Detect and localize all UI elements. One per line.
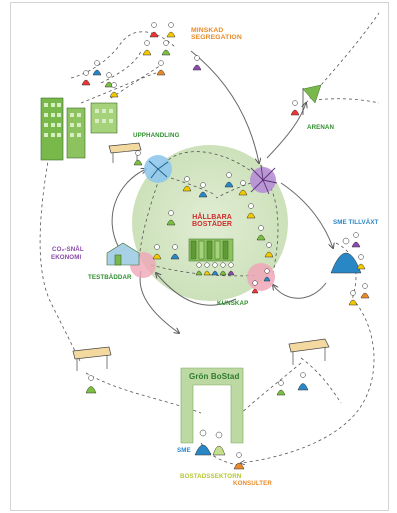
label-konsulter: KONSULTER	[233, 480, 272, 487]
label-upphandling: UPPHANDLING	[133, 132, 180, 139]
diagram-canvas	[39, 12, 380, 470]
gron-bostad-frame	[180, 367, 244, 444]
label-gron-bostad: Grön BoStad	[189, 372, 240, 381]
label-kunskap: KUNSKAP	[217, 300, 249, 307]
label-co2-snal: CO₂-SNÅL	[52, 246, 84, 253]
diagram-frame: MINSKAD SEGREGATION UPPHANDLING ARENAN H…	[10, 2, 389, 511]
label-arenan: ARENAN	[307, 124, 335, 131]
label-sme-tillvaxt: SME TILLVÄXT	[333, 219, 379, 226]
label-sme: SME	[177, 447, 191, 454]
meeting-tables	[72, 338, 330, 371]
label-testbaddar: TESTBÄDDAR	[88, 274, 132, 281]
label-ekonomi: EKONOMI	[51, 254, 82, 261]
testbed-house	[106, 242, 140, 266]
housing-block	[188, 238, 234, 262]
loop-arrows	[111, 50, 333, 333]
starburst-hubs	[148, 160, 278, 195]
buildings-cluster	[40, 97, 118, 161]
pink-node-right	[247, 263, 275, 291]
label-bostadssektorn: BOSTADSSEKTORN	[180, 473, 242, 480]
label-minskad-segregation: MINSKAD SEGREGATION	[191, 27, 242, 42]
people	[81, 22, 370, 470]
label-hallbara-bostader: HÅLLBARA BOSTÄDER	[192, 214, 233, 229]
arena-flag	[302, 84, 322, 115]
